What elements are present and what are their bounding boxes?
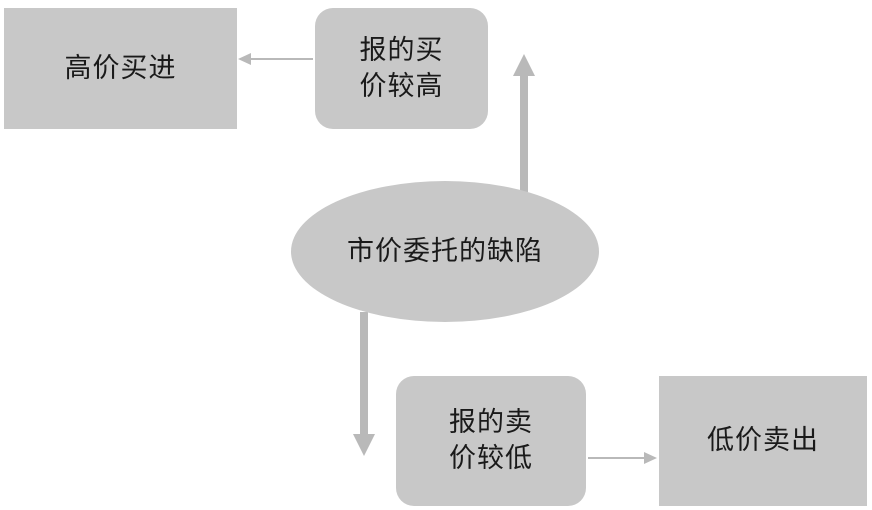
node-sell-low: 低价卖出 (659, 376, 867, 506)
edge-ask-to-sell-arrowhead (644, 452, 657, 464)
node-ask-low: 报的卖 价较低 (396, 376, 586, 506)
node-bid-high-label-line1: 报的买 (359, 34, 444, 66)
node-sell-low-label: 低价卖出 (707, 425, 819, 456)
node-bid-high: 报的买 价较高 (315, 8, 488, 129)
edge-center-to-bid-arrowhead (513, 54, 535, 76)
node-center-label: 市价委托的缺陷 (347, 235, 543, 267)
node-ask-low-label-line1: 报的卖 (449, 407, 533, 438)
node-ask-low-label-line2: 价较低 (449, 443, 533, 474)
edge-center-to-bid-shaft (520, 74, 528, 192)
edge-center-to-ask-arrowhead (353, 434, 375, 456)
node-buy-high: 高价买进 (4, 8, 237, 129)
node-center: 市价委托的缺陷 (291, 181, 599, 322)
node-buy-high-label: 高价买进 (64, 52, 177, 84)
edge-bid-to-buy-arrowhead (238, 53, 251, 65)
edge-center-to-ask-shaft (360, 312, 368, 436)
node-bid-high-label-line2: 价较高 (359, 70, 444, 102)
